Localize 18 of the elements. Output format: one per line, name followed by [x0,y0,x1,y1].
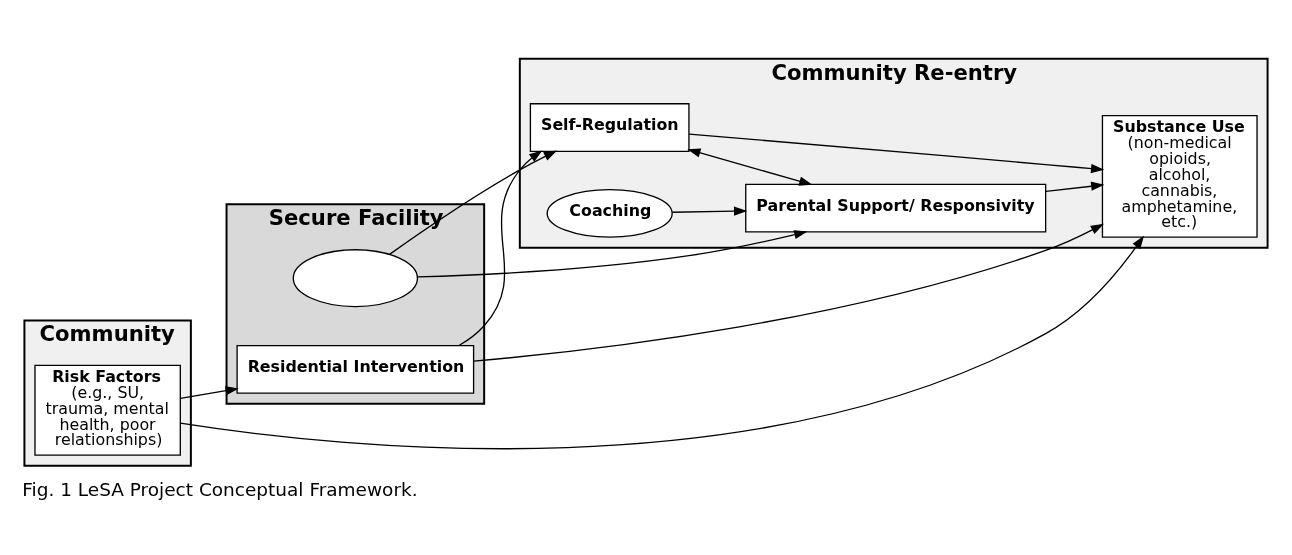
arrow [671,206,748,216]
arrow [458,150,543,346]
node-box: Residential Intervention [236,344,475,394]
caption: Fig. 1 LeSA Project Conceptual Framework. [22,479,418,501]
arrow [179,235,1144,450]
arrow [416,230,808,278]
arrow [473,223,1104,362]
node-ellipse: Coaching [546,189,673,238]
arrow [688,133,1105,174]
arrow [388,150,558,255]
node-box: Substance Use (non-medical opioids, alcohol, cannabis, amphetamine, etc.) [1101,115,1258,238]
node-box: Parental Support/ Responsivity [745,183,1047,233]
node-box: Self-Regulation [529,103,690,152]
arrow [179,386,239,399]
arrow [1045,181,1105,192]
node-ellipse [292,249,419,308]
arrow [687,148,813,186]
node-box: Risk Factors (e.g., SU, trauma, mental health, poor relationships) [34,364,181,456]
